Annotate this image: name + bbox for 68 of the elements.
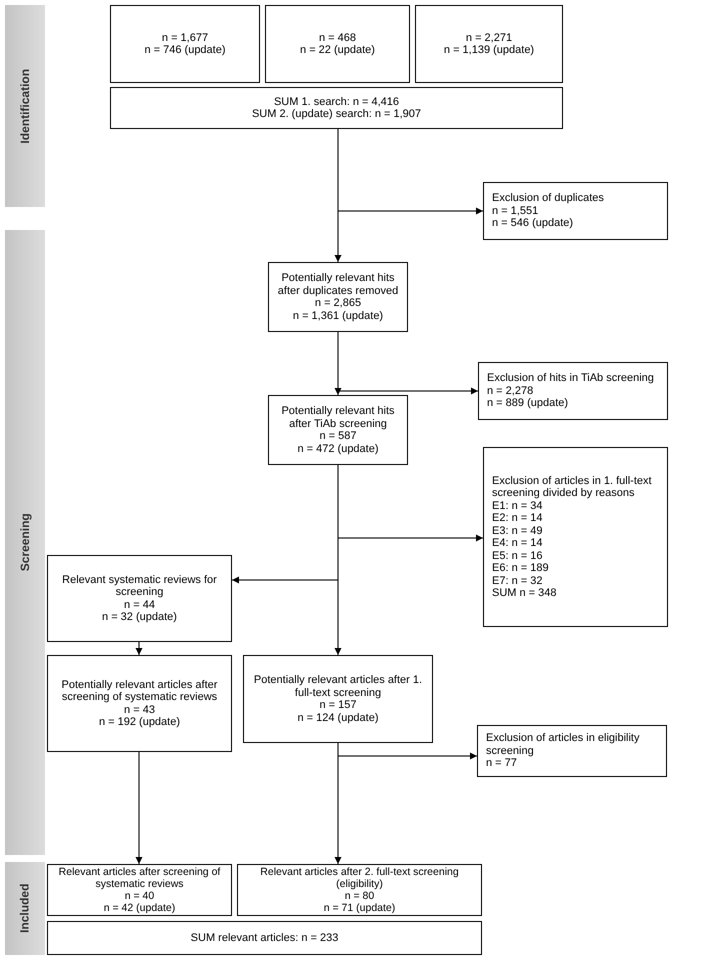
box-text: n = 1,361 (update) — [292, 310, 384, 322]
box-text: Exclusion of articles in 1. full-text screening divided by reasons — [492, 474, 653, 500]
phase-band — [5, 230, 45, 855]
box-text: n = 77 — [486, 757, 517, 770]
box-text: n = 157 — [319, 699, 356, 712]
phase-band — [5, 5, 45, 207]
box-text: E1: n = 34 — [492, 500, 542, 512]
box-text: n = 1,677 — [162, 32, 208, 44]
box-text: n = 2,278 — [487, 384, 534, 398]
box-text: n = 468 — [318, 32, 356, 44]
process-box — [237, 864, 482, 916]
arrow — [334, 332, 342, 396]
box-text: E3: n = 49 — [492, 524, 542, 537]
box-text: E4: n = 14 — [492, 537, 542, 550]
exclusion-box — [483, 182, 668, 240]
exclusion-box — [478, 362, 668, 420]
exclusion-box — [477, 725, 667, 777]
box-text: n = 124 (update) — [297, 712, 379, 724]
arrow — [334, 742, 342, 864]
arrow — [136, 752, 142, 864]
box-text: n = 1,139 (update) — [444, 44, 534, 56]
box-text: E7: n = 32 — [492, 574, 542, 587]
box-text: SUM relevant articles: n = 233 — [190, 932, 338, 944]
box-text: SUM 1. search: n = 4,416 — [274, 96, 400, 108]
box-text: n = 40 — [124, 890, 154, 902]
process-box — [110, 87, 563, 129]
box-text: E6: n = 189 — [492, 562, 549, 574]
box-text: n = 546 (update) — [492, 217, 574, 230]
phase-label: Included — [18, 884, 32, 934]
phase-label: Identification — [18, 68, 32, 144]
process-box — [265, 5, 410, 83]
box-text: n = 587 — [319, 430, 356, 442]
box-text: n = 43 — [124, 704, 155, 716]
phase-label: Screening — [18, 513, 32, 572]
process-box — [415, 5, 563, 83]
box-text: n = 80 — [344, 890, 374, 902]
arrow — [136, 642, 142, 656]
box-text: Exclusion of duplicates — [492, 192, 604, 205]
arrow — [334, 464, 342, 656]
process-box — [268, 262, 408, 332]
box-text: Exclusion of hits in TiAb screening — [487, 372, 654, 385]
box-text: Relevant articles after 2. full-text screening (eligibility) — [259, 866, 460, 890]
box-text: n = 472 (update) — [297, 442, 379, 455]
box-text: n = 2,865 — [314, 297, 362, 310]
box-text: n = 192 (update) — [98, 716, 180, 728]
box-text: n = 746 (update) — [144, 44, 226, 56]
box-text: n = 1,551 — [492, 204, 538, 218]
box-text: n = 889 (update) — [487, 397, 568, 410]
arrow — [334, 128, 342, 262]
process-box — [243, 655, 433, 743]
process-box — [47, 555, 232, 642]
box-text: n = 71 (update) — [324, 902, 396, 914]
process-box — [110, 5, 260, 83]
process-box — [47, 655, 232, 752]
box-text: n = 22 (update) — [300, 44, 375, 56]
box-text: SUM 2. (update) search: n = 1,907 — [252, 108, 422, 120]
process-box — [47, 921, 482, 955]
process-box — [47, 864, 232, 916]
exclusion-box — [483, 447, 668, 627]
phase-band — [5, 862, 45, 955]
box-text: n = 32 (update) — [102, 611, 177, 624]
process-box — [268, 395, 408, 465]
box-text: E2: n = 14 — [492, 512, 542, 524]
box-text: n = 42 (update) — [104, 902, 176, 914]
box-text: n = 2,271 — [466, 32, 512, 44]
box-text: E5: n = 16 — [492, 550, 542, 562]
box-text: n = 44 — [124, 598, 155, 611]
box-text: SUM n = 348 — [492, 587, 557, 600]
